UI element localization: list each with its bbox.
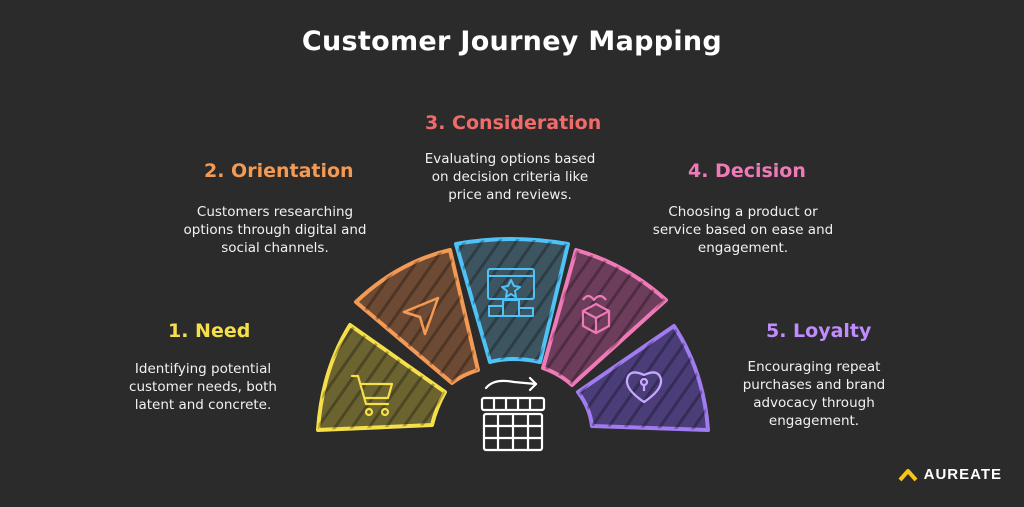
stage-4-description: Choosing a product or service based on e… [652,204,834,256]
stage-5-description: Encouraging repeat purchases and brand a… [742,359,886,429]
stage-4-segment [541,248,668,387]
stage-1-title: 1. Need [168,320,251,342]
stage-1-description: Identifying potential customer needs, bo… [129,361,277,413]
shopping-cart-icon [350,374,394,417]
page-title: Customer Journey Mapping [301,26,723,57]
heart-lock-icon [625,371,663,404]
stage-4-title: 4. Decision [688,160,806,182]
stage-3-description: Evaluating options based on decision cri… [424,151,596,203]
navigation-arrow-icon [402,296,440,336]
product-box-icon [581,294,611,335]
stage-1-segment [316,323,447,432]
stage-2-title: 2. Orientation [204,160,354,182]
stage-3-title: 3. Consideration [425,112,602,134]
podium-ranking-icon [487,268,535,317]
brand-logo: AUREATE [898,466,1002,483]
storefront-icon [480,376,546,452]
stage-2-description: Customers researching options through di… [183,204,367,256]
stage-5-title: 5. Loyalty [766,320,872,342]
brand-chevron-icon [898,468,918,481]
brand-name: AUREATE [923,466,1002,483]
